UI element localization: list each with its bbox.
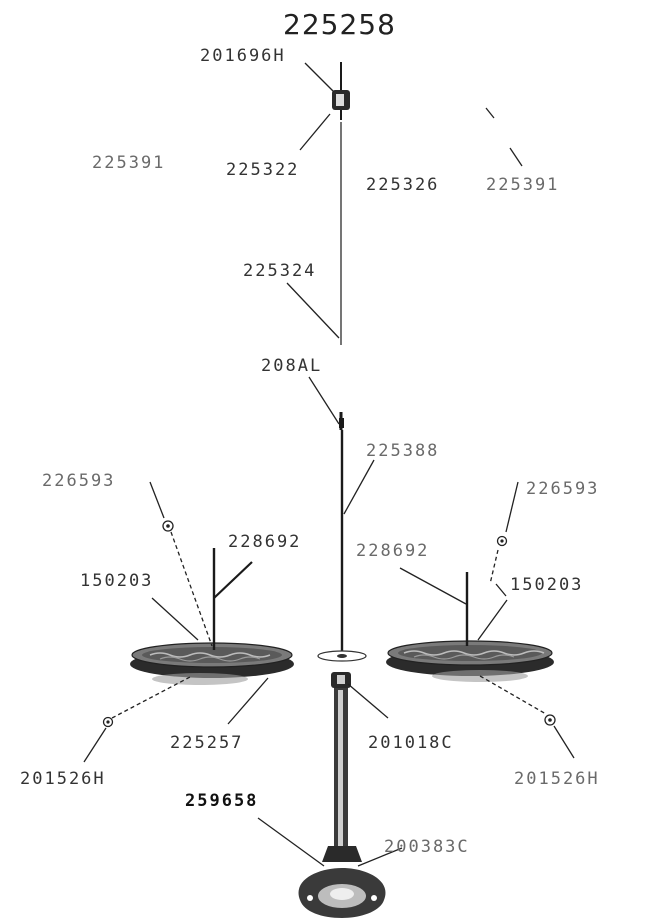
label-spool-pin-top-left: 226593 xyxy=(42,471,115,491)
right-tray-part xyxy=(386,640,554,682)
coupler-part xyxy=(339,412,344,430)
label-center-collar: 201018C xyxy=(368,733,454,753)
label-tray-right: 150203 xyxy=(510,575,583,595)
lower-tube-part xyxy=(331,672,351,848)
label-base-left: 259658 xyxy=(185,791,258,811)
left-tray-part xyxy=(130,642,294,685)
label-spool-pin-top-right: 226593 xyxy=(526,479,599,499)
label-upper-rod-right: 225326 xyxy=(366,175,439,195)
label-coupler: 208AL xyxy=(261,356,322,376)
left-spindle-part xyxy=(212,548,253,650)
diagram-title: 225258 xyxy=(283,8,396,41)
label-screw-right: 201526H xyxy=(514,769,600,789)
label-clip-part: 225322 xyxy=(226,160,299,180)
label-main-rod: 225388 xyxy=(366,441,439,461)
label-clip-right: 225391 xyxy=(486,175,559,195)
label-top-cap: 201696H xyxy=(200,46,286,66)
screw-left xyxy=(102,716,114,728)
center-washer-part xyxy=(317,650,367,662)
top-cap-part xyxy=(332,62,350,120)
spool-pin-left xyxy=(162,520,174,532)
base-part xyxy=(298,846,386,918)
leader-lines xyxy=(83,62,575,867)
screw-right xyxy=(544,714,556,726)
label-tray-left: 150203 xyxy=(80,571,153,591)
label-screw-left: 201526H xyxy=(20,769,106,789)
label-upper-rod: 225324 xyxy=(243,261,316,281)
label-tray-bottom: 225257 xyxy=(170,733,243,753)
label-base-right: 200383C xyxy=(384,837,470,857)
label-clip-left: 225391 xyxy=(92,153,165,173)
spool-pin-right xyxy=(496,535,508,547)
label-spindle-left: 228692 xyxy=(228,532,301,552)
label-spindle-right: 228692 xyxy=(356,541,429,561)
